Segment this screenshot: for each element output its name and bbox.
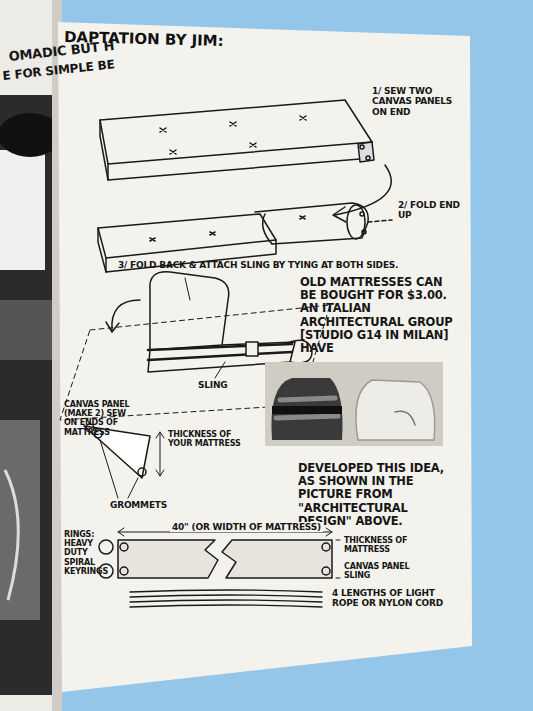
hand-lettered-note: 1/ SEW TWO CANVAS PANELS ON END: [372, 86, 468, 117]
left-page: [0, 0, 62, 711]
hand-lettered-note: CANVAS PANEL (MAKE 2) SEW ON ENDS OF MAT…: [64, 400, 130, 437]
hand-lettered-note: 40" (OR WIDTH OF MATTRESS): [170, 522, 323, 532]
hand-lettered-note: GROMMETS: [110, 500, 167, 510]
hand-lettered-note: CANVAS PANEL SLING: [344, 562, 436, 580]
hand-lettered-note: SLING: [198, 380, 228, 390]
hand-lettered-note: 2/ FOLD END UP: [398, 200, 464, 221]
canvas-sling: [99, 528, 340, 578]
hand-lettered-note: THICKNESS OF YOUR MATTRESS: [168, 430, 252, 448]
flat-mattress: [100, 100, 374, 180]
rope-lengths: [130, 590, 322, 607]
hand-lettered-note: THICKNESS OF MATTRESS: [344, 536, 422, 554]
hand-lettered-note: 4 LENGTHS OF LIGHT ROPE OR NYLON CORD: [332, 588, 452, 609]
hand-lettered-note: DEVELOPED THIS IDEA, AS SHOWN IN THE PIC…: [298, 462, 464, 528]
hand-lettered-note: RINGS: HEAVY DUTY SPIRAL KEYRINGS: [64, 530, 100, 576]
fold-arrow: [333, 165, 391, 222]
right-page: [58, 22, 472, 692]
hand-lettered-note: OLD MATTRESSES CAN BE BOUGHT FOR $3.00. …: [300, 276, 462, 355]
hand-lettered-note: 3/ FOLD BACK & ATTACH SLING BY TYING AT …: [118, 260, 408, 270]
chair-photo: [265, 362, 443, 446]
